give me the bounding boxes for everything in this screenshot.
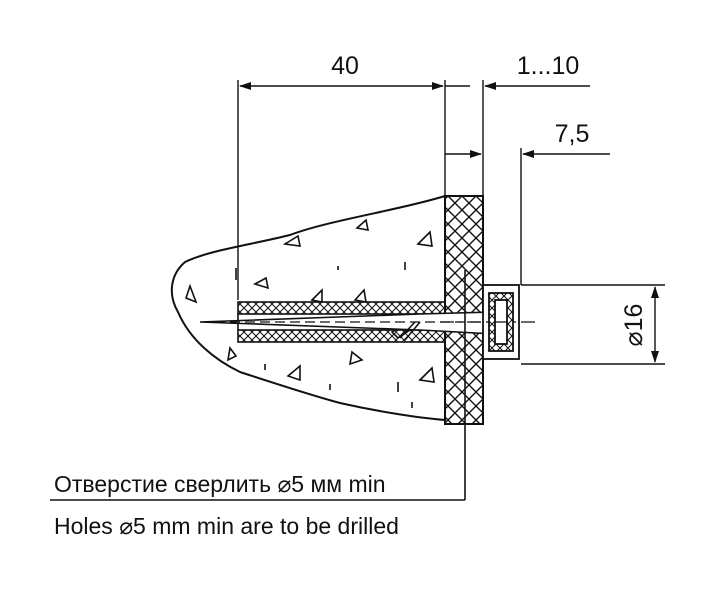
wall-plug bbox=[237, 301, 446, 343]
panel-section bbox=[444, 195, 484, 425]
dim-head-depth-label: 7,5 bbox=[555, 120, 590, 148]
dim-diameter-label: ⌀16 bbox=[620, 304, 648, 347]
dimension-lines bbox=[239, 82, 659, 363]
note-russian: Отверстие сверлить ⌀5 мм min bbox=[54, 471, 386, 497]
dim-40-label: 40 bbox=[331, 52, 359, 80]
dim-panel-thickness-label: 1...10 bbox=[517, 52, 580, 80]
note-english: Holes ⌀5 mm min are to be drilled bbox=[54, 513, 399, 539]
extension-lines bbox=[237, 80, 665, 365]
note-leader bbox=[50, 270, 466, 501]
